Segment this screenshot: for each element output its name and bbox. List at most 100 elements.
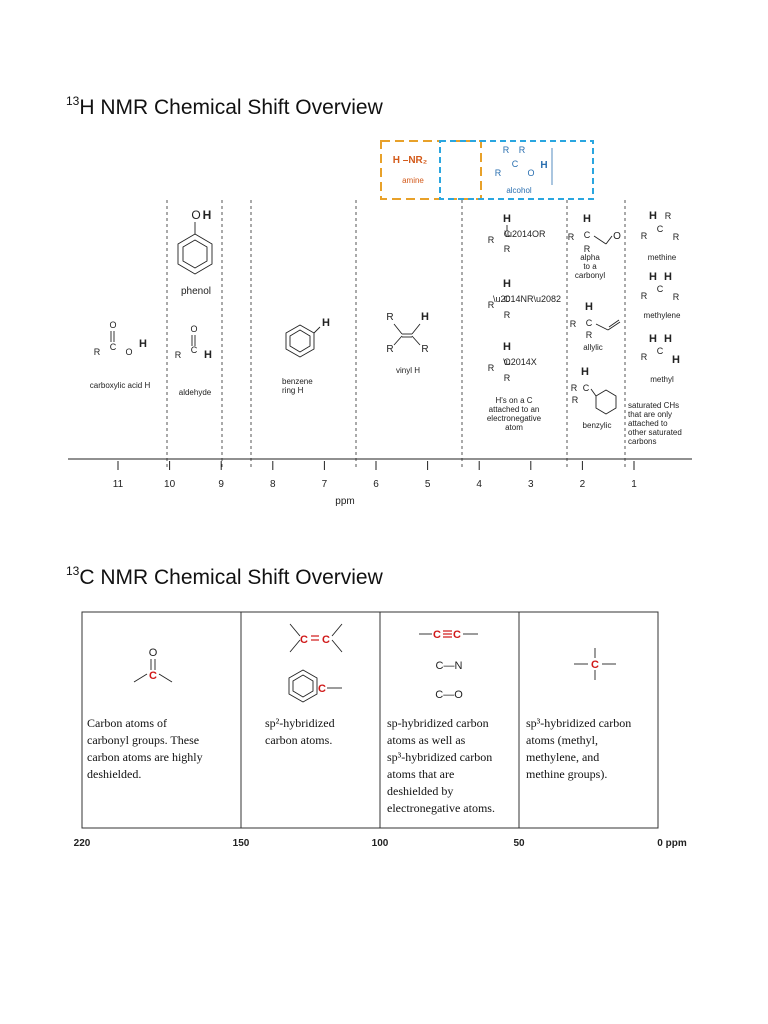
- vinyl-label: vinyl H: [396, 366, 420, 375]
- svg-text:H: H: [649, 210, 657, 222]
- allylic-label: allylic: [583, 343, 603, 352]
- svg-text:carbon atoms.: carbon atoms.: [265, 733, 332, 747]
- svg-text:H: H: [203, 208, 212, 222]
- svg-text:Carbon atoms of: Carbon atoms of: [87, 716, 167, 730]
- svg-text:H: H: [540, 160, 547, 171]
- h-axis-tick-label-3: 3: [528, 479, 534, 490]
- svg-text:C: C: [586, 318, 593, 328]
- svg-text:H: H: [664, 271, 672, 283]
- svg-text:H: H: [649, 333, 657, 345]
- methylene-label: methylene: [644, 311, 681, 320]
- saturated-label-line3: attached to: [628, 419, 668, 428]
- svg-text:C: C: [657, 224, 664, 234]
- saturated-label-line4: other saturated: [628, 428, 682, 437]
- h-nmr-axis-unit: ppm: [335, 496, 354, 507]
- aldehyde-structure: O R C H: [175, 324, 212, 361]
- h-nmr-title-superscript: 13: [66, 94, 80, 108]
- svg-text:H: H: [503, 278, 511, 290]
- svg-text:C: C: [583, 383, 590, 393]
- svg-text:H: H: [421, 311, 429, 323]
- svg-text:R: R: [572, 395, 579, 405]
- h-nmr-title: 13H NMR Chemical Shift Overview: [66, 94, 383, 120]
- amine-label: amine: [402, 176, 424, 185]
- sp-description: sp-hybridized carbon atoms as well as sp…: [387, 716, 495, 815]
- svg-text:C: C: [657, 284, 664, 294]
- sp2-description: sp²-hybridized carbon atoms.: [265, 716, 335, 747]
- svg-text:R: R: [673, 232, 680, 242]
- halide-structure: H R C \u2014X R: [488, 341, 537, 383]
- cn-structure: C—N: [436, 660, 463, 672]
- svg-text:R: R: [504, 244, 511, 254]
- svg-text:C: C: [504, 229, 511, 239]
- svg-text:O: O: [109, 320, 116, 330]
- svg-text:atoms as well as: atoms as well as: [387, 733, 466, 747]
- svg-text:C: C: [191, 345, 198, 355]
- svg-text:carbonyl groups. These: carbonyl groups. These: [87, 733, 199, 747]
- c-axis-tick-label-1: 150: [233, 838, 250, 849]
- svg-text:\u2014OR: \u2014OR: [504, 229, 546, 239]
- svg-text:H: H: [581, 366, 589, 378]
- svg-text:sp²-hybridized: sp²-hybridized: [265, 716, 335, 730]
- h-axis-tick-label-7: 7: [322, 479, 328, 490]
- svg-text:C: C: [318, 683, 326, 695]
- c-nmr-title-superscript: 13: [66, 564, 80, 578]
- h-axis-tick-label-9: 9: [218, 479, 224, 490]
- electronegative-label-line1: H's on a C: [495, 396, 532, 405]
- svg-text:R: R: [504, 373, 511, 383]
- methine-structure: H R R C R: [641, 210, 680, 242]
- amine-formula: H –NR₂: [393, 155, 427, 166]
- svg-text:C: C: [300, 634, 308, 646]
- alpha-carbonyl-structure: H R C O R: [568, 213, 621, 254]
- svg-text:C: C: [322, 634, 330, 646]
- svg-text:R: R: [386, 344, 393, 355]
- sp3-carbon-structure: C: [574, 648, 616, 680]
- electronegative-label-line3: electronegative: [487, 414, 542, 423]
- alpha-label-line1: alpha: [580, 253, 600, 262]
- h-axis-tick-label-1: 1: [631, 479, 637, 490]
- alkyne-structure: C C: [419, 629, 478, 641]
- svg-text:R: R: [488, 300, 495, 310]
- svg-text:C: C: [504, 294, 511, 304]
- svg-text:R: R: [488, 363, 495, 373]
- c-nmr-title-text: C NMR Chemical Shift Overview: [79, 566, 383, 589]
- svg-text:R: R: [504, 310, 511, 320]
- svg-text:deshielded.: deshielded.: [87, 767, 141, 781]
- alcohol-structure: R R R C O H: [495, 145, 553, 185]
- svg-text:O: O: [527, 168, 534, 178]
- svg-text:H: H: [585, 301, 593, 313]
- c-axis-tick-label-0: 220: [74, 838, 91, 849]
- svg-text:R: R: [488, 235, 495, 245]
- alpha-label-line2: to a: [583, 262, 597, 271]
- co-structure: C—O: [435, 689, 463, 701]
- svg-text:sp³-hybridized carbon: sp³-hybridized carbon: [526, 716, 631, 730]
- c-nmr-title: 13C NMR Chemical Shift Overview: [66, 564, 383, 590]
- svg-text:methine groups).: methine groups).: [526, 767, 607, 781]
- svg-text:H: H: [583, 213, 591, 225]
- amine-range-box: [380, 140, 482, 200]
- svg-text:H: H: [649, 271, 657, 283]
- svg-text:R: R: [421, 344, 428, 355]
- svg-text:R: R: [94, 347, 101, 357]
- svg-text:O: O: [149, 647, 158, 659]
- svg-text:R: R: [503, 145, 510, 155]
- svg-text:R: R: [586, 330, 593, 340]
- benzene-label-line2: ring H: [282, 386, 304, 395]
- c-axis-tick-label-3: 50: [513, 838, 525, 849]
- electronegative-label-line4: atom: [505, 423, 523, 432]
- benzene-label-line1: benzene: [282, 377, 313, 386]
- phenol-label: phenol: [181, 286, 211, 297]
- svg-text:H: H: [503, 341, 511, 353]
- alcohol-label: alcohol: [506, 186, 532, 195]
- svg-text:R: R: [495, 168, 502, 178]
- svg-text:methylene, and: methylene, and: [526, 750, 599, 764]
- svg-text:C: C: [584, 230, 591, 240]
- alpha-label-line3: carbonyl: [575, 271, 605, 280]
- region-dividers: [166, 200, 626, 470]
- svg-text:R: R: [568, 232, 575, 242]
- svg-text:R: R: [386, 312, 393, 323]
- h-axis-tick-label-5: 5: [425, 479, 431, 490]
- c-axis-tick-label-4: 0 ppm: [657, 838, 687, 849]
- saturated-label-line5: carbons: [628, 437, 656, 446]
